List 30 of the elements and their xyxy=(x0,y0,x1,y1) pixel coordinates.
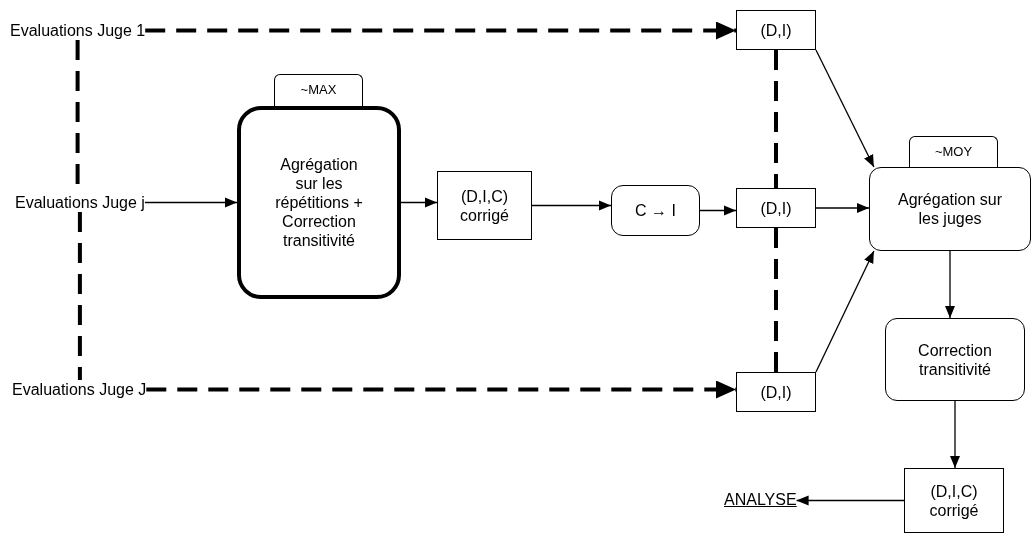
dashed-line xyxy=(77,212,82,380)
dashed-arrow xyxy=(146,380,736,399)
input-label: Evaluations Juge 1 xyxy=(10,21,146,40)
dashed-line xyxy=(774,228,778,372)
process-box: Correction transitivité xyxy=(885,318,1025,401)
data-box: (D,I) xyxy=(736,10,816,50)
data-box: (D,I) xyxy=(736,372,816,412)
process-box: C → I xyxy=(611,185,700,236)
process-box: Agrégation sur les juges xyxy=(869,167,1031,251)
arrow xyxy=(815,250,875,373)
arrow xyxy=(400,197,438,208)
input-label: Evaluations Juge J xyxy=(12,380,147,399)
arrow xyxy=(950,400,960,469)
operator-tab: ~MOY xyxy=(909,136,998,170)
arrow xyxy=(815,49,875,168)
dashed-arrow xyxy=(145,21,736,40)
arrow xyxy=(531,200,612,211)
data-box: (D,I,C) corrigé xyxy=(437,171,532,240)
operator-tab: ~MAX xyxy=(274,74,363,108)
output-label: ANALYSE xyxy=(724,490,797,509)
arrow xyxy=(815,203,870,213)
arrow xyxy=(945,250,955,319)
arrow xyxy=(699,205,737,216)
input-label: Evaluations Juge j xyxy=(15,193,145,212)
arrow xyxy=(795,495,905,506)
data-box: (D,I) xyxy=(736,188,816,228)
dashed-line xyxy=(774,50,778,188)
arrow xyxy=(144,197,238,208)
data-box: (D,I,C) corrigé xyxy=(904,468,1004,533)
process-box: Agrégation sur les répétitions + Correction transitivité xyxy=(237,106,401,299)
